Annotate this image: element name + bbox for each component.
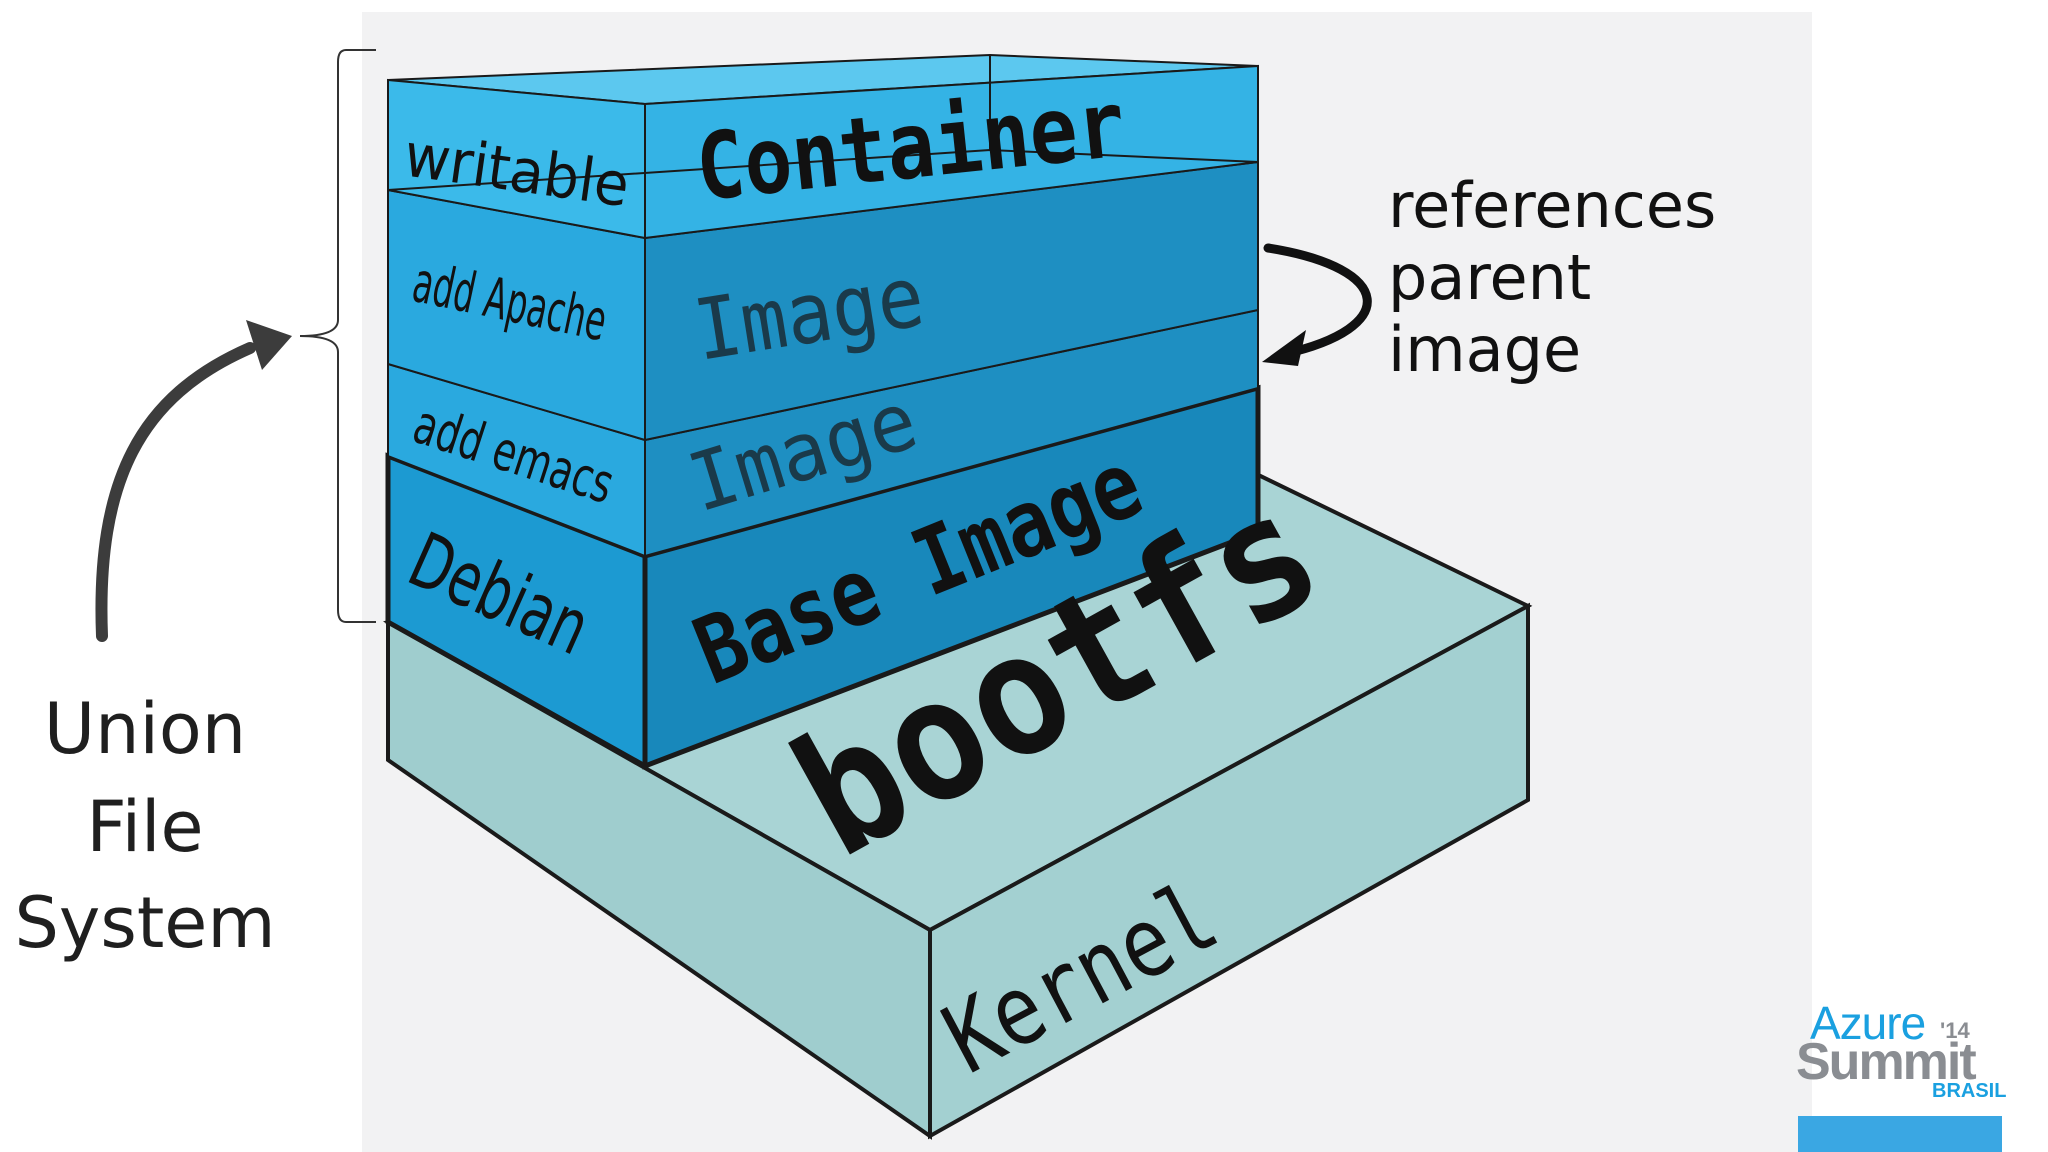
reference-arrowhead-icon bbox=[1262, 330, 1306, 366]
reference-arrow bbox=[1263, 243, 1372, 359]
references-line-3: image bbox=[1388, 313, 1582, 386]
union-curved-arrow bbox=[95, 342, 256, 642]
logo-year-text: '14 bbox=[1940, 1018, 1970, 1043]
union-fs-line-2: File bbox=[86, 786, 204, 868]
union-fs-line-3: System bbox=[14, 882, 276, 964]
kernel-front-face bbox=[928, 602, 1530, 1140]
logo-azure-text: Azure bbox=[1810, 997, 1926, 1049]
logo-summit-text: Summit bbox=[1796, 1033, 1977, 1091]
union-fs-line-1: Union bbox=[43, 688, 247, 770]
references-line-1: references bbox=[1388, 169, 1717, 242]
union-arrowhead-icon bbox=[246, 320, 292, 370]
references-line-2: parent bbox=[1388, 241, 1592, 314]
logo-brasil-text: BRASIL bbox=[1932, 1080, 2007, 1102]
union-bracket bbox=[299, 49, 376, 623]
references-annotation: references parent image bbox=[1388, 170, 1716, 386]
azure-summit-logo: Azure '14 Summit BRASIL bbox=[1790, 996, 2020, 1152]
logo-accent-bar bbox=[1798, 1116, 2002, 1152]
